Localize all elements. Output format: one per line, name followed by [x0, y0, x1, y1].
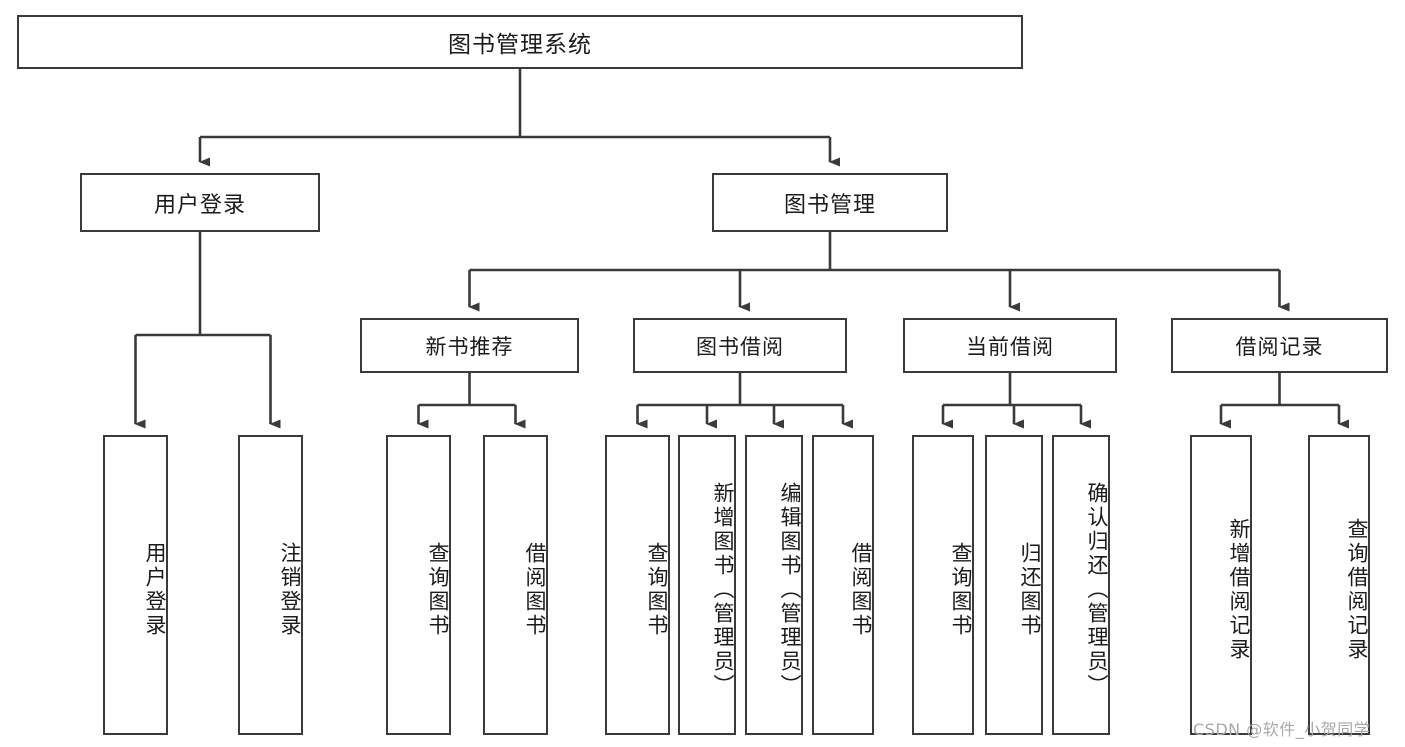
node-leaf-user-login[interactable]: 用户登录: [103, 435, 168, 735]
node-label: 借阅记录: [1235, 334, 1324, 359]
node-leaf-borrow-book[interactable]: 借阅图书: [812, 435, 874, 735]
node-current-borrow[interactable]: 当前借阅: [903, 318, 1117, 373]
node-label: 查询借阅记录: [1345, 518, 1369, 662]
node-label: 图书管理: [783, 192, 876, 218]
node-label: 新增借阅记录: [1227, 518, 1251, 662]
node-label: 借阅图书: [523, 542, 547, 638]
node-user-login[interactable]: 用户登录: [80, 173, 320, 232]
node-label: 图书管理系统: [448, 32, 592, 58]
node-label: 新增图书（管理员）: [711, 482, 735, 698]
node-label: 查询图书: [426, 542, 450, 638]
node-leaf-edit-book[interactable]: 编辑图书（管理员）: [745, 435, 803, 735]
node-leaf-confirm-return[interactable]: 确认归还（管理员）: [1052, 435, 1110, 735]
node-label: 查询图书: [645, 542, 669, 638]
node-label: 用户登录: [143, 542, 167, 638]
node-label: 当前借阅: [966, 334, 1054, 359]
node-label: 用户登录: [153, 192, 246, 218]
node-label: 新书推荐: [425, 334, 514, 359]
node-leaf-return-book[interactable]: 归还图书: [985, 435, 1043, 735]
node-leaf-add-book[interactable]: 新增图书（管理员）: [678, 435, 736, 735]
node-book-borrow[interactable]: 图书借阅: [633, 318, 847, 373]
node-leaf-borrow-book-rec[interactable]: 借阅图书: [483, 435, 548, 735]
node-leaf-query-book-current[interactable]: 查询图书: [912, 435, 974, 735]
node-label: 归还图书: [1018, 542, 1042, 638]
node-leaf-logout[interactable]: 注销登录: [238, 435, 303, 735]
node-label: 图书借阅: [696, 334, 784, 359]
node-new-book-rec[interactable]: 新书推荐: [360, 318, 579, 373]
node-borrow-record[interactable]: 借阅记录: [1171, 318, 1388, 373]
node-label: 查询图书: [949, 542, 973, 638]
node-leaf-add-record[interactable]: 新增借阅记录: [1190, 435, 1252, 735]
node-leaf-query-book-rec[interactable]: 查询图书: [386, 435, 451, 735]
node-root[interactable]: 图书管理系统: [17, 15, 1023, 69]
node-label: 注销登录: [278, 542, 302, 638]
node-label: 编辑图书（管理员）: [778, 482, 802, 698]
csdn-watermark: CSDN @软件_小贺同学: [1193, 720, 1371, 739]
node-book-manage[interactable]: 图书管理: [712, 173, 948, 232]
node-leaf-query-book-borrow[interactable]: 查询图书: [605, 435, 670, 735]
node-label: 借阅图书: [849, 542, 873, 638]
node-leaf-query-record[interactable]: 查询借阅记录: [1308, 435, 1370, 735]
node-label: 确认归还（管理员）: [1085, 482, 1109, 698]
